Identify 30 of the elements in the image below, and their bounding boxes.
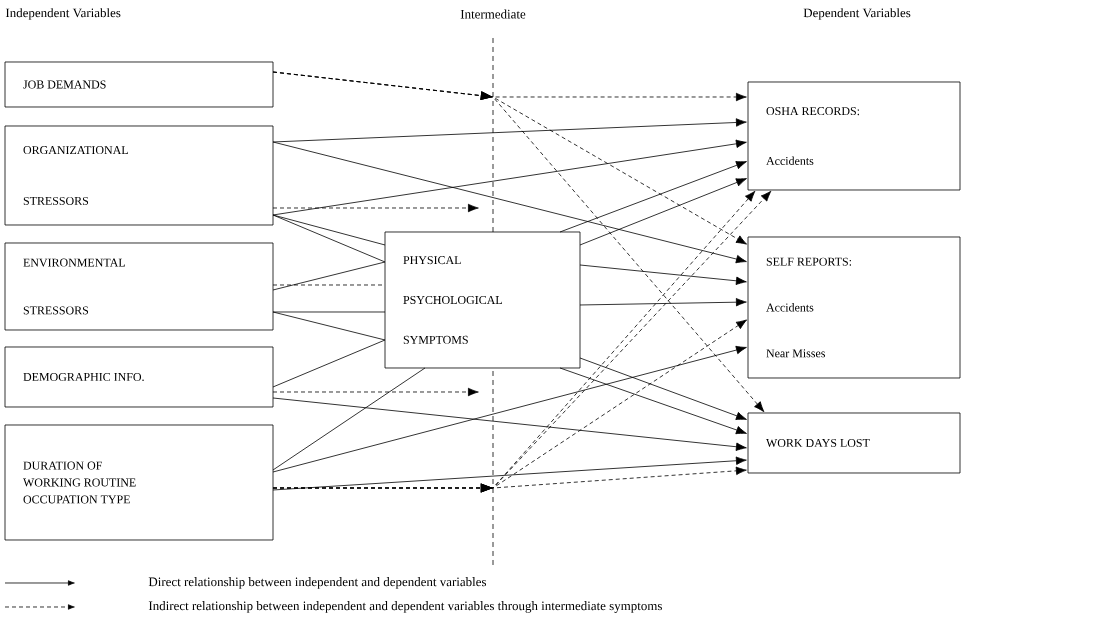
arrow <box>272 141 747 264</box>
symptoms-box: PHYSICAL PSYCHOLOGICAL SYMPTOMS <box>384 231 581 369</box>
variable-box: ORGANIZATIONAL STRESSORS <box>4 125 274 226</box>
dashed-arrow <box>272 387 479 397</box>
arrow <box>272 139 747 216</box>
variable-box: ENVIRONMENTAL STRESSORS <box>4 242 274 331</box>
column-heading: Dependent Variables <box>803 8 911 20</box>
arrow <box>272 345 747 473</box>
column-heading: Independent Variables <box>5 8 121 20</box>
outcome-box: OSHA RECORDS: Accidents <box>747 81 961 191</box>
variable-box: DEMOGRAPHIC INFO. <box>4 346 274 408</box>
arrow <box>272 456 747 491</box>
dashed-arrow <box>272 203 479 213</box>
outcome-box: WORK DAYS LOST <box>747 412 961 474</box>
variable-box: DURATION OF WORKING ROUTINE OCCUPATION TYPE <box>4 424 274 541</box>
arrow <box>579 357 747 420</box>
arrow <box>272 118 747 143</box>
column-heading: Intermediate <box>460 9 526 19</box>
legend-text: Indirect relationship between independent and dependent variables through intermediate symptoms <box>148 601 662 613</box>
arrow <box>579 298 747 307</box>
legend-text: Direct relationship between independent and dependent variables <box>148 577 487 589</box>
variable-box: JOB DEMANDS <box>4 61 274 108</box>
arrow <box>559 161 747 233</box>
arrow <box>272 397 747 451</box>
outcome-box: SELF REPORTS: Accidents Near Misses <box>747 236 961 379</box>
arrow <box>579 178 747 246</box>
arrow <box>579 264 747 285</box>
arrow <box>559 367 747 435</box>
dashed-arrow <box>272 71 765 413</box>
dashed-arrow <box>272 466 747 493</box>
